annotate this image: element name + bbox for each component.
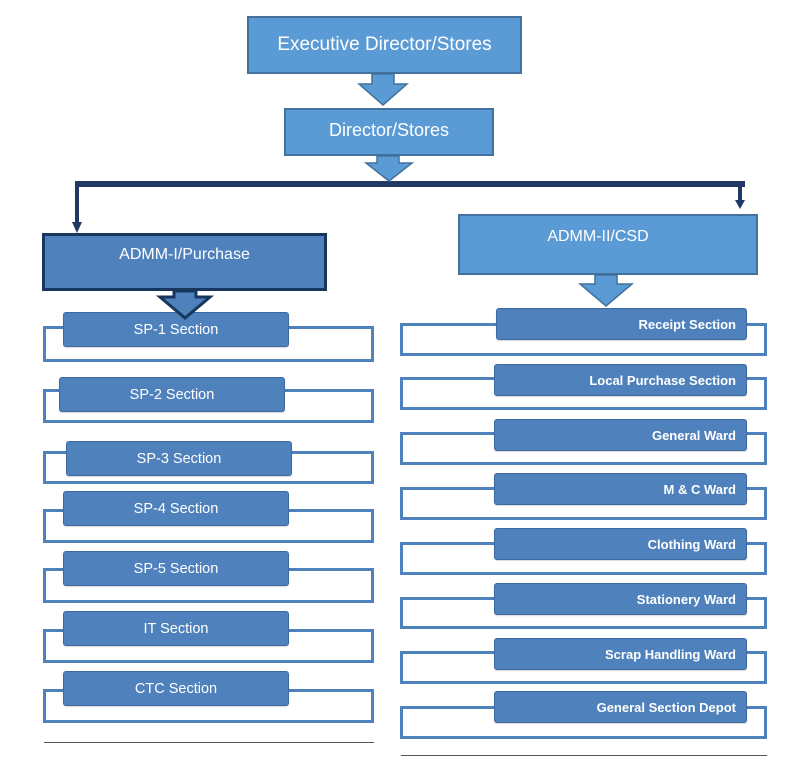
right-section-box: Clothing Ward — [494, 528, 747, 560]
left-bottom-rule — [44, 742, 374, 743]
director-label: Director/Stores — [328, 120, 450, 140]
right-section-label: M & C Ward — [663, 481, 736, 497]
right-section-box: Scrap Handling Ward — [494, 638, 747, 670]
right-section-label: Receipt Section — [638, 316, 736, 332]
admm2-box: ADMM-II/CSD — [458, 214, 758, 275]
right-section-box: Local Purchase Section — [494, 364, 747, 396]
right-section-label: Scrap Handling Ward — [605, 646, 736, 662]
distribution-bar — [75, 181, 745, 187]
admm1-box: ADMM-I/Purchase — [42, 233, 327, 291]
left-section-label: SP-4 Section — [133, 500, 219, 517]
right-section-box: General Section Depot — [494, 691, 747, 723]
right-section-label: General Ward — [651, 427, 736, 443]
right-section-box: Stationery Ward — [494, 583, 747, 615]
left-drop-line — [75, 181, 79, 223]
right-section-box: General Ward — [494, 419, 747, 451]
left-section-box: SP-2 Section — [59, 377, 285, 412]
right-section-label: Stationery Ward — [636, 591, 736, 607]
left-section-box: SP-4 Section — [63, 491, 289, 526]
left-section-label: SP-3 Section — [136, 450, 222, 467]
admm1-label: ADMM-I/Purchase — [119, 246, 250, 263]
left-section-label: SP-1 Section — [133, 321, 219, 338]
right-section-label: Local Purchase Section — [589, 372, 736, 388]
left-section-label: SP-2 Section — [129, 386, 215, 403]
left-section-box: SP-1 Section — [63, 312, 289, 347]
admm2-label: ADMM-II/CSD — [547, 228, 649, 245]
right-section-box: Receipt Section — [496, 308, 747, 340]
right-section-label: Clothing Ward — [647, 536, 736, 552]
right-drop-arrowhead — [735, 200, 745, 209]
left-section-box: SP-5 Section — [63, 551, 289, 586]
left-section-label: IT Section — [143, 620, 209, 637]
director-box: Director/Stores — [284, 108, 494, 156]
left-section-box: SP-3 Section — [66, 441, 292, 476]
right-section-box: M & C Ward — [494, 473, 747, 505]
right-section-label: General Section Depot — [596, 699, 736, 715]
left-section-label: SP-5 Section — [133, 560, 219, 577]
right-bottom-rule — [401, 755, 767, 756]
left-section-box: IT Section — [63, 611, 289, 646]
right-drop-line — [738, 181, 742, 201]
executive-director-label: Executive Director/Stores — [277, 34, 492, 55]
left-drop-arrowhead — [72, 222, 82, 233]
left-section-label: CTC Section — [134, 680, 218, 697]
executive-director-box: Executive Director/Stores — [247, 16, 522, 74]
left-section-box: CTC Section — [63, 671, 289, 706]
